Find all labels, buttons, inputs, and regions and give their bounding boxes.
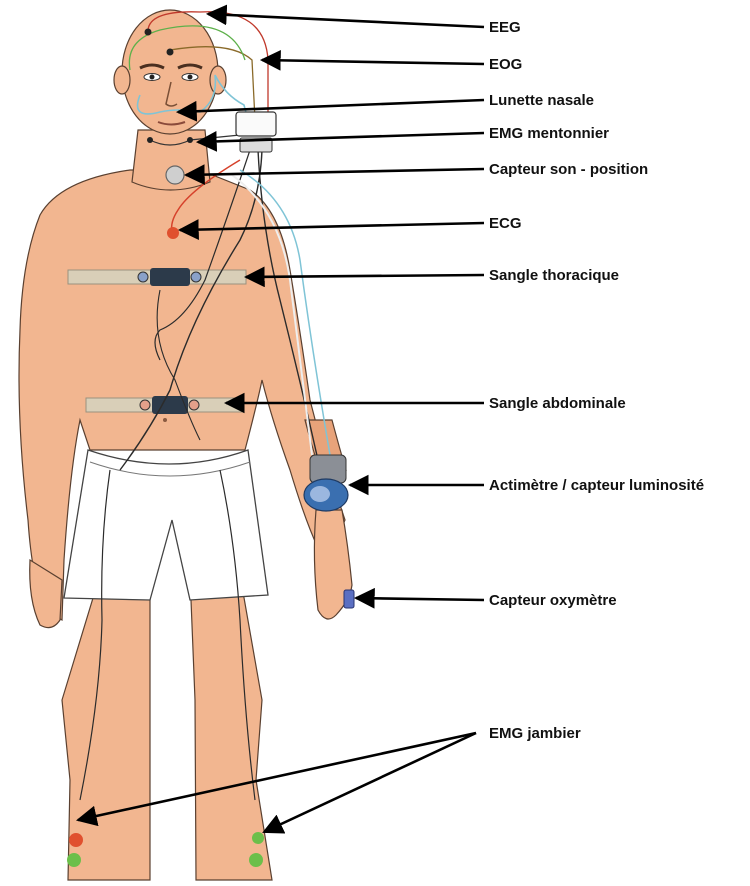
label-oxymetre: Capteur oxymètre: [489, 592, 617, 609]
label-eog: EOG: [489, 56, 522, 73]
actimeter-device: [304, 455, 348, 511]
arrow-son-position: [186, 169, 484, 175]
shorts: [64, 450, 268, 600]
ecg-electrode: [167, 227, 179, 239]
left-leg-emg-red: [69, 833, 83, 847]
right-leg-emg-red: [252, 832, 264, 844]
arrow-emg-jambier-right: [264, 733, 476, 832]
left-leg-emg-green: [67, 853, 81, 867]
right-pupil: [188, 75, 193, 80]
arrow-eeg: [208, 14, 484, 27]
right-leg-emg-green: [249, 853, 263, 867]
chin-electrode-left: [147, 137, 153, 143]
arrow-lunette: [178, 100, 484, 112]
sound-position-sensor: [166, 166, 184, 184]
label-emg-menton: EMG mentonnier: [489, 125, 609, 142]
label-actimetre: Actimètre / capteur luminosité: [489, 477, 704, 494]
label-son-position: Capteur son - position: [489, 161, 648, 178]
oximeter-clip: [344, 590, 354, 608]
navel: [163, 418, 167, 422]
human-figure: [19, 10, 352, 880]
label-lunette: Lunette nasale: [489, 92, 594, 109]
label-ecg: ECG: [489, 215, 522, 232]
arrow-oxymetre: [356, 598, 484, 600]
eog-electrode: [167, 49, 174, 56]
label-eeg: EEG: [489, 19, 521, 36]
eeg-electrode: [145, 29, 152, 36]
left-pupil: [150, 75, 155, 80]
chin-electrode-right: [187, 137, 193, 143]
labels: EEG EOG Lunette nasale EMG mentonnier Ca…: [489, 19, 704, 742]
label-sangle-abdo: Sangle abdominale: [489, 395, 626, 412]
label-emg-jambier: EMG jambier: [489, 725, 581, 742]
left-ear: [114, 66, 130, 94]
label-sangle-thor: Sangle thoracique: [489, 267, 619, 284]
arrow-eog: [262, 60, 484, 64]
head-connector-box: [236, 112, 276, 136]
